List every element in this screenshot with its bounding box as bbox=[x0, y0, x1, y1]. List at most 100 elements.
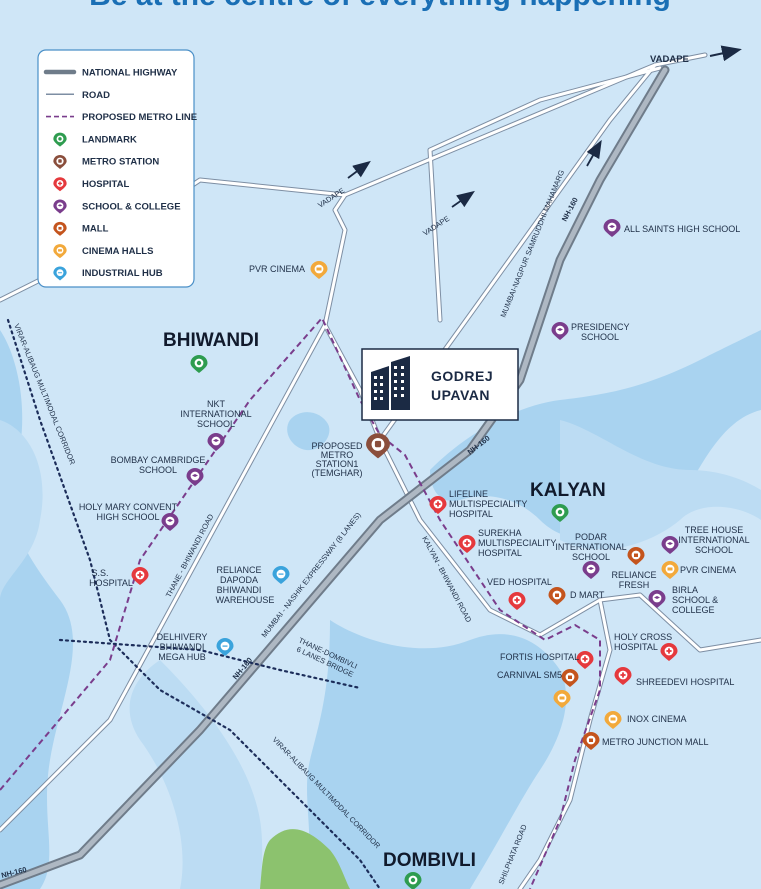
surekha-label-1: SUREKHA bbox=[478, 528, 522, 538]
legend-label-mall: MALL bbox=[82, 224, 109, 235]
multimodal-corridor bbox=[6, 318, 382, 889]
delhivery-pin[interactable] bbox=[216, 638, 234, 656]
holy-cross-label-2: HOSPITAL bbox=[614, 642, 658, 652]
carnival-pin[interactable] bbox=[561, 669, 579, 687]
presidency-label-1: PRESIDENCY bbox=[571, 322, 630, 332]
vadape-arrow bbox=[709, 45, 742, 62]
delhivery-label-3: MEGA HUB bbox=[158, 652, 206, 662]
surekha-pin[interactable] bbox=[458, 535, 476, 553]
birla-pin[interactable] bbox=[648, 590, 666, 608]
bhiwandi-landmark-pin[interactable] bbox=[190, 355, 208, 373]
nkt-label-2: INTERNATIONAL bbox=[180, 409, 251, 419]
shreedevi-pin[interactable] bbox=[614, 667, 632, 685]
lifeline-pin[interactable] bbox=[429, 496, 447, 514]
holy-mary-pin[interactable] bbox=[161, 513, 179, 531]
school-icon bbox=[53, 199, 67, 214]
nkt-pin[interactable] bbox=[207, 433, 225, 451]
legend-label-cinema: CINEMA HALLS bbox=[82, 246, 153, 257]
legend-label-highway: NATIONAL HIGHWAY bbox=[82, 68, 178, 79]
pvr-cinema-2-pin[interactable] bbox=[661, 561, 679, 579]
bombay-cambridge-label-2: SCHOOL bbox=[139, 465, 177, 475]
dmart-pin[interactable] bbox=[548, 587, 566, 605]
building-icon bbox=[371, 356, 410, 410]
destinations: VADAPE VADAPE VADAPE bbox=[316, 45, 742, 238]
reliance-dapoda-pin[interactable] bbox=[272, 566, 290, 584]
ved-hospital-pin[interactable] bbox=[508, 592, 526, 610]
tree-house-label-3: SCHOOL bbox=[695, 545, 733, 555]
holy-mary-label-1: HOLY MARY CONVENT bbox=[79, 502, 178, 512]
delhivery-label-2: BHIWANDI bbox=[160, 642, 205, 652]
metro-junction-pin[interactable] bbox=[582, 732, 600, 750]
station-label-2: METRO bbox=[321, 450, 354, 460]
legend-label-industrial: INDUSTRIAL HUB bbox=[82, 268, 163, 279]
tagline: Be at the centre of everything happening bbox=[89, 0, 671, 12]
project-name-line2: UPAVAN bbox=[431, 387, 490, 403]
podar-pin[interactable] bbox=[582, 561, 600, 579]
poi-pins bbox=[131, 219, 679, 889]
station-label-1: PROPOSED bbox=[311, 441, 363, 451]
fortis-pin[interactable] bbox=[576, 651, 594, 669]
pvr-cinema-pin[interactable] bbox=[310, 261, 328, 279]
legend-row-landmark: LANDMARK bbox=[53, 132, 137, 147]
station-label-3: STATION1 bbox=[316, 459, 359, 469]
lifeline-label-1: LIFELINE bbox=[449, 489, 488, 499]
reliance-dapoda-label-2: DAPODA bbox=[220, 575, 258, 585]
podar-mall-pin[interactable] bbox=[627, 547, 645, 565]
metro-station-pin[interactable] bbox=[366, 433, 390, 459]
podar-label-2: INTERNATIONAL bbox=[555, 542, 626, 552]
reliance-dapoda-label-1: RELIANCE bbox=[216, 565, 261, 575]
fortis-label: FORTIS HOSPITAL bbox=[500, 652, 579, 662]
legend-row-school: SCHOOL & COLLEGE bbox=[53, 199, 181, 214]
reliance-fresh-label-1: RELIANCE bbox=[611, 570, 656, 580]
city-bhiwandi: BHIWANDI bbox=[163, 330, 259, 351]
cinema-pin[interactable] bbox=[553, 690, 571, 708]
holy-cross-pin[interactable] bbox=[660, 643, 678, 661]
birla-label-2: SCHOOL & bbox=[672, 595, 718, 605]
pvr-cinema-label: PVR CINEMA bbox=[249, 264, 305, 274]
legend-label-landmark: LANDMARK bbox=[82, 134, 137, 145]
podar-label-1: PODAR bbox=[575, 532, 608, 542]
metro-junction-label: METRO JUNCTION MALL bbox=[602, 737, 709, 747]
kalyan-landmark-pin[interactable] bbox=[551, 504, 569, 522]
birla-label-3: COLLEGE bbox=[672, 605, 715, 615]
surekha-label-3: HOSPITAL bbox=[478, 548, 522, 558]
project-name-line1: GODREJ bbox=[431, 368, 493, 384]
bombay-cambridge-pin[interactable] bbox=[186, 468, 204, 486]
project-marker[interactable]: GODREJ UPAVAN bbox=[361, 348, 519, 421]
legend-label-metro: PROPOSED METRO LINE bbox=[82, 112, 197, 123]
inox-pin[interactable] bbox=[604, 711, 622, 729]
carnival-label: CARNIVAL SM5 bbox=[497, 670, 562, 680]
reliance-fresh-label-2: FRESH bbox=[619, 580, 650, 590]
all-saints-pin[interactable] bbox=[603, 219, 621, 237]
lifeline-label-2: MULTISPECIALITY bbox=[449, 499, 527, 509]
legend-row-hospital: HOSPITAL bbox=[53, 177, 130, 192]
samruddhi-label: MUMBAI-NAGPUR SAMRUDDHI MAHAMARG bbox=[499, 168, 567, 318]
reliance-dapoda-label-4: WAREHOUSE bbox=[216, 595, 275, 605]
legend-row-metro: PROPOSED METRO LINE bbox=[46, 112, 197, 123]
station-label-4: (TEMGHAR) bbox=[312, 468, 363, 478]
city-kalyan: KALYAN bbox=[530, 480, 606, 501]
north-arrow bbox=[586, 139, 602, 167]
city-labels: BHIWANDI KALYAN DOMBIVLI bbox=[163, 330, 606, 871]
presidency-pin[interactable] bbox=[551, 322, 569, 340]
ss-hospital-label-1: S.S. bbox=[91, 568, 108, 578]
ss-hospital-pin[interactable] bbox=[131, 567, 149, 585]
bombay-cambridge-label-1: BOMBAY CAMBRIDGE bbox=[111, 455, 206, 465]
station-icon bbox=[53, 154, 67, 169]
legend-label-hospital: HOSPITAL bbox=[82, 179, 130, 190]
water-bodies bbox=[0, 330, 761, 889]
legend-label-station: METRO STATION bbox=[82, 157, 159, 168]
city-dombivli: DOMBIVLI bbox=[383, 850, 476, 871]
tree-house-pin[interactable] bbox=[661, 536, 679, 554]
reliance-dapoda-label-3: BHIWANDI bbox=[217, 585, 262, 595]
vadape-arrow-3 bbox=[451, 190, 475, 208]
cinema-icon bbox=[53, 244, 67, 259]
tree-house-label-1: TREE HOUSE bbox=[685, 525, 744, 535]
legend-row-cinema: CINEMA HALLS bbox=[53, 244, 153, 259]
legend-row-mall: MALL bbox=[53, 221, 109, 236]
dombivli-landmark-pin[interactable] bbox=[404, 872, 422, 889]
vadape-arrow-2 bbox=[347, 160, 371, 179]
